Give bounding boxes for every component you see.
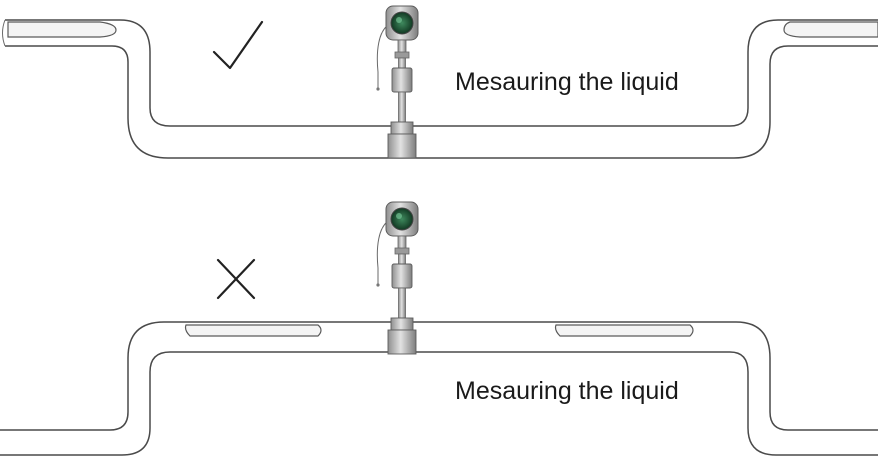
vortex-flowmeter-icon — [375, 5, 419, 159]
correct-installation — [2, 5, 878, 159]
incorrect-installation — [0, 201, 878, 456]
check-mark-icon — [212, 20, 264, 70]
caption-correct: Mesauring the liquid — [455, 68, 679, 96]
caption-incorrect: Mesauring the liquid — [455, 377, 679, 405]
cross-mark-icon — [216, 258, 256, 300]
vortex-flowmeter-icon — [375, 201, 419, 355]
